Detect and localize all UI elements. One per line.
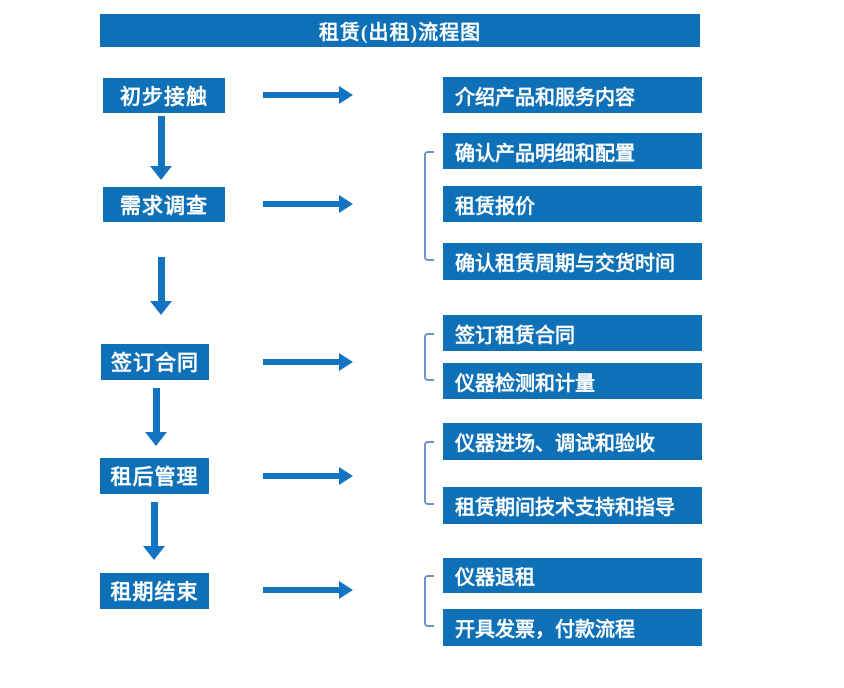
down-arrow-icon (145, 388, 167, 446)
detail-label: 介绍产品和服务内容 (455, 86, 635, 109)
arrow-head (339, 467, 353, 485)
down-arrow-icon (150, 116, 172, 180)
arrow-head (339, 86, 353, 104)
detail-label: 仪器退租 (455, 567, 535, 589)
detail-label: 确认产品明细和配置 (455, 142, 635, 165)
arrow-shaft (263, 92, 339, 98)
detail-box: 介绍产品和服务内容 (443, 77, 702, 113)
arrow-shaft (263, 473, 339, 479)
group-bracket (424, 333, 434, 381)
detail-box: 仪器检测和计量 (443, 363, 702, 399)
title-bar: 租赁(出租)流程图 (100, 14, 700, 47)
detail-label: 确认租赁周期与交货时间 (455, 253, 675, 275)
step-label: 租期结束 (110, 580, 199, 604)
arrow-shaft (263, 201, 339, 207)
detail-box: 确认产品明细和配置 (443, 133, 702, 169)
right-arrow-icon (263, 353, 353, 371)
arrow-head (145, 432, 167, 446)
right-arrow-icon (263, 467, 353, 485)
arrow-head (339, 581, 353, 599)
detail-label: 租赁期间技术支持和指导 (455, 497, 675, 519)
arrow-shaft (152, 388, 160, 432)
detail-label: 签订租赁合同 (455, 324, 575, 347)
group-bracket (424, 151, 434, 261)
detail-box: 签订租赁合同 (443, 315, 702, 351)
arrow-shaft (263, 359, 339, 365)
step-box-initial-contact: 初步接触 (103, 78, 225, 113)
right-arrow-icon (263, 581, 353, 599)
step-box-sign-contract: 签订合同 (101, 344, 209, 380)
arrow-shaft (157, 257, 165, 301)
group-bracket (424, 441, 434, 505)
step-label: 初步接触 (120, 84, 208, 109)
right-arrow-icon (263, 195, 353, 213)
detail-box: 开具发票，付款流程 (443, 609, 702, 646)
right-arrow-icon (263, 86, 353, 104)
detail-box: 租赁期间技术支持和指导 (443, 487, 702, 524)
detail-label: 仪器进场、调试和验收 (455, 433, 655, 455)
detail-box: 租赁报价 (443, 186, 702, 222)
detail-label: 仪器检测和计量 (455, 372, 595, 395)
detail-box: 仪器进场、调试和验收 (443, 423, 702, 460)
step-label: 需求调查 (120, 193, 208, 218)
detail-box: 仪器退租 (443, 558, 702, 593)
arrow-shaft (150, 502, 158, 546)
detail-label: 租赁报价 (455, 195, 535, 218)
group-bracket (424, 575, 434, 627)
down-arrow-icon (143, 502, 165, 560)
step-box-rental-end: 租期结束 (100, 573, 209, 609)
detail-box: 确认租赁周期与交货时间 (443, 243, 702, 280)
step-box-demand-survey: 需求调查 (103, 187, 225, 222)
step-label: 租后管理 (110, 465, 199, 489)
step-box-post-rental-management: 租后管理 (100, 458, 209, 494)
arrow-head (150, 166, 172, 180)
arrow-head (143, 546, 165, 560)
arrow-head (339, 353, 353, 371)
arrow-shaft (157, 116, 165, 166)
arrow-head (339, 195, 353, 213)
arrow-shaft (263, 587, 339, 593)
arrow-head (150, 301, 172, 315)
detail-label: 开具发票，付款流程 (455, 619, 635, 641)
step-label: 签订合同 (111, 351, 199, 375)
page-title: 租赁(出租)流程图 (318, 22, 482, 44)
down-arrow-icon (150, 257, 172, 315)
